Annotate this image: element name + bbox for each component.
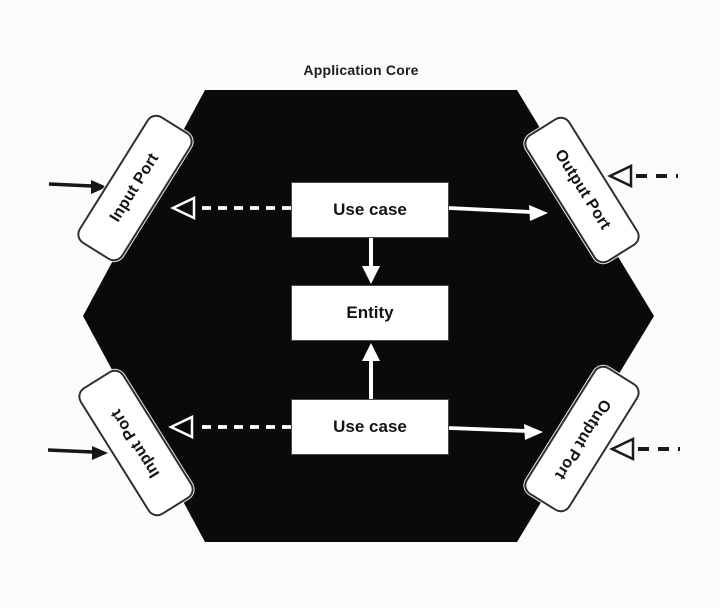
dashed-open-arrow-top-right-icon bbox=[607, 164, 678, 188]
solid-arrow-top-left-icon bbox=[48, 180, 107, 194]
arrow-use-case-to-output-top-icon bbox=[448, 205, 548, 221]
node-use-case-top: Use case bbox=[291, 182, 449, 238]
node-label: Use case bbox=[333, 417, 407, 436]
diagram-title: Application Core bbox=[303, 62, 419, 78]
dashed-open-arrow-use-case-to-input-bottom-icon bbox=[168, 415, 291, 439]
node-entity: Entity bbox=[291, 285, 449, 341]
node-use-case-bottom: Use case bbox=[291, 399, 449, 455]
node-label: Entity bbox=[346, 303, 394, 322]
dashed-open-arrow-bottom-right-icon bbox=[609, 437, 680, 461]
arrow-use-case-to-entity-up-icon bbox=[362, 343, 380, 399]
arrow-use-case-to-output-bottom-icon bbox=[448, 424, 543, 440]
arrow-use-case-to-entity-icon bbox=[362, 238, 380, 284]
node-label: Use case bbox=[333, 200, 407, 219]
dashed-open-arrow-use-case-to-input-top-icon bbox=[170, 196, 291, 220]
solid-arrow-bottom-left-icon bbox=[47, 446, 108, 460]
